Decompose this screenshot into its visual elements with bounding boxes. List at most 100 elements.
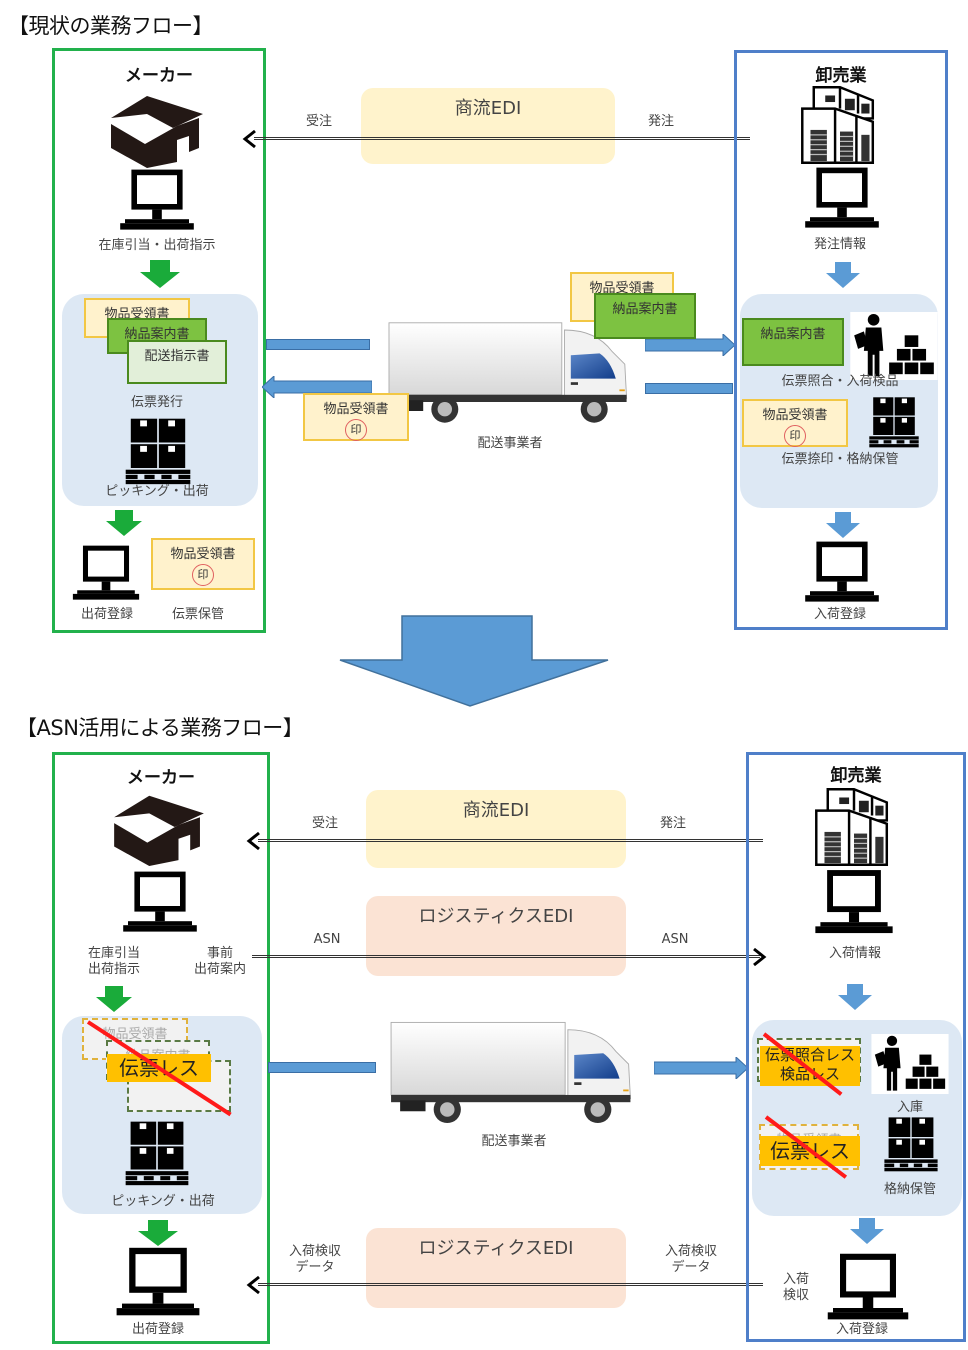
arrow-down-green-icon xyxy=(138,1220,178,1246)
factory-icon xyxy=(107,88,207,168)
order-data-line xyxy=(258,839,763,842)
carrier-label: 配送事業者 xyxy=(477,436,543,451)
warehouse-icon xyxy=(794,84,886,166)
inspection-data-label-right: 入荷検収 データ xyxy=(654,1244,728,1276)
advance-ship-notice-line2: 出荷案内 xyxy=(193,962,246,977)
commerce-edi-box: 商流EDI xyxy=(366,790,626,868)
computer-icon xyxy=(120,870,200,934)
slip-check-label: 伝票照合・入荷検品 xyxy=(781,374,899,389)
carried-delivery-note: 納品案内書 xyxy=(594,293,696,339)
logistics-edi-title: ロジスティクスEDI xyxy=(418,1238,574,1259)
arrow-right-blue-icon xyxy=(645,334,735,356)
slip-storage-label: 伝票保管 xyxy=(171,607,224,622)
picking-shipping-label: ピッキング・出荷 xyxy=(105,484,209,499)
receive-order-label: 受注 xyxy=(311,816,338,831)
inspection-data-label-left: 入荷検収 データ xyxy=(278,1244,352,1276)
advance-ship-notice-label: 事前 出荷案内 xyxy=(180,946,260,978)
place-order-label: 発注 xyxy=(647,114,674,129)
check-less-tag: 伝票照合レス 検品レス xyxy=(760,1046,860,1086)
check-less-line1: 伝票照合レス xyxy=(764,1046,855,1064)
arrow-down-green-icon xyxy=(106,510,142,536)
arrival-register-label: 入荷登録 xyxy=(835,1322,888,1337)
returned-receipt-doc-title: 物品受領書 xyxy=(323,402,389,417)
seal-stamp: 印 xyxy=(192,564,214,586)
seal-stamp: 印 xyxy=(784,425,806,447)
shipment-register-label: 出荷登録 xyxy=(80,607,133,622)
computer-icon xyxy=(112,1246,204,1318)
computer-icon xyxy=(812,868,896,936)
pallet-boxes-icon xyxy=(120,417,196,485)
stamp-store-label: 伝票捺印・格納保管 xyxy=(781,452,899,467)
computer-icon xyxy=(824,1252,912,1322)
truck-icon xyxy=(382,1020,654,1130)
pallet-boxes-icon xyxy=(880,1116,942,1172)
receive-order-label: 受注 xyxy=(305,114,332,129)
arrival-register-label: 入荷登録 xyxy=(813,607,866,622)
seal-stamp: 印 xyxy=(345,419,367,441)
maker-box-current: メーカー xyxy=(52,48,266,633)
factory-icon xyxy=(110,788,208,866)
pallet-boxes-icon xyxy=(862,396,926,448)
stamped-receipt-doc-title: 物品受領書 xyxy=(762,408,828,423)
inspection-data-left-line2: データ xyxy=(295,1260,335,1275)
asn-data-line xyxy=(252,955,760,958)
current-flow-title: 【現状の業務フロー】 xyxy=(8,14,214,38)
commerce-edi-title: 商流EDI xyxy=(462,800,530,821)
wholesaler-name: 卸売業 xyxy=(830,766,882,786)
inspection-data-left-line1: 入荷検収 xyxy=(288,1244,341,1259)
goods-flow-bar xyxy=(268,1062,376,1073)
carrier-label: 配送事業者 xyxy=(481,1134,547,1149)
computer-icon xyxy=(802,166,882,230)
arrow-left-icon xyxy=(246,831,260,851)
returned-receipt-doc: 物品受領書 印 xyxy=(303,393,409,441)
arrow-left-icon xyxy=(246,1275,260,1295)
wholesaler-box-current: 卸売業 xyxy=(734,50,948,630)
arrow-left-icon xyxy=(242,129,256,149)
received-delivery-note: 納品案内書 xyxy=(742,318,844,366)
order-info-label: 発注情報 xyxy=(813,237,866,252)
commerce-edi-title: 商流EDI xyxy=(454,98,522,119)
arrow-down-green-icon xyxy=(140,260,180,288)
arrow-left-blue-icon xyxy=(262,376,372,398)
advance-ship-notice-line1: 事前 xyxy=(206,946,233,961)
inspection-worker-icon xyxy=(850,312,938,380)
arrow-down-blue-icon xyxy=(826,262,860,288)
doc-shipping-instruction: 配送指示書 xyxy=(127,340,227,384)
arrival-inspection-label: 入荷 検収 xyxy=(776,1272,816,1304)
arrival-inspection-line1: 入荷 xyxy=(782,1272,809,1287)
inspection-data-line xyxy=(258,1283,763,1286)
asn-send-label: ASN xyxy=(313,932,341,947)
order-data-line xyxy=(254,137,750,140)
logistics-edi-asn-box: ロジスティクスEDI xyxy=(366,896,626,976)
logistics-edi-title: ロジスティクスEDI xyxy=(418,906,574,927)
stock-allocation-label: 在庫引当・出荷指示 xyxy=(98,238,216,253)
computer-icon xyxy=(117,168,197,232)
stock-allocation-line2: 出荷指示 xyxy=(87,962,140,977)
asn-receive-label: ASN xyxy=(661,932,689,947)
picking-shipping-label: ピッキング・出荷 xyxy=(111,1194,215,1209)
arrow-down-blue-icon xyxy=(826,512,860,538)
receiving-worker-icon xyxy=(866,1034,954,1094)
wholesaler-box-asn: 卸売業 xyxy=(746,752,966,1342)
stored-receipt-doc-title: 物品受領書 xyxy=(170,547,236,562)
arrow-down-green-icon xyxy=(96,986,132,1012)
stock-allocation-label: 在庫引当 出荷指示 xyxy=(74,946,154,978)
transition-arrow-icon xyxy=(339,615,609,707)
wholesaler-name: 卸売業 xyxy=(815,66,867,86)
return-flow-bar xyxy=(645,383,733,394)
maker-name: メーカー xyxy=(125,66,193,86)
maker-name: メーカー xyxy=(127,768,195,788)
asn-flow-title: 【ASN活用による業務フロー】 xyxy=(16,716,304,740)
warehousing-label: 入庫 xyxy=(896,1100,923,1115)
stored-receipt-doc: 物品受領書 印 xyxy=(151,538,255,590)
arrow-down-blue-icon xyxy=(850,1218,884,1244)
arrival-inspection-line2: 検収 xyxy=(782,1288,809,1303)
arrow-right-icon xyxy=(753,947,767,967)
stock-allocation-line1: 在庫引当 xyxy=(87,946,140,961)
computer-icon xyxy=(70,540,142,606)
logistics-edi-inspection-box: ロジスティクスEDI xyxy=(366,1228,626,1308)
inspection-data-right-line1: 入荷検収 xyxy=(664,1244,717,1259)
stamped-receipt-doc: 物品受領書 印 xyxy=(742,399,848,447)
maker-box-asn: メーカー xyxy=(52,752,270,1344)
slipless-tag: 伝票レス xyxy=(107,1054,211,1082)
